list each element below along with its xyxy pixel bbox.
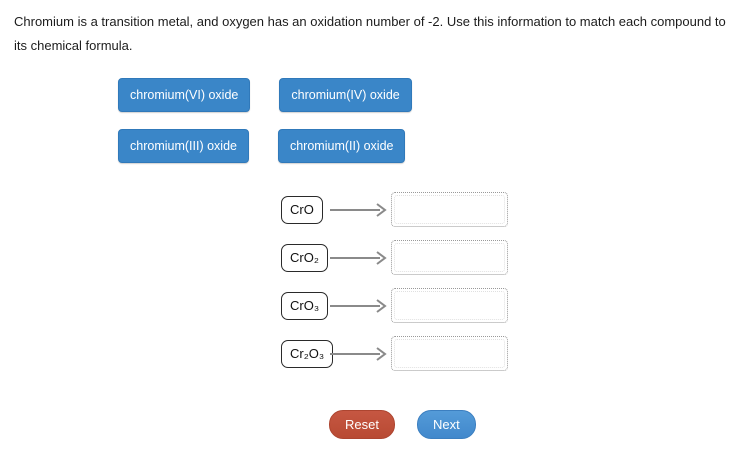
formula-wrap: CrO₃	[281, 291, 329, 320]
formula-label-cr2o3: Cr₂O₃	[281, 339, 334, 368]
reset-button[interactable]: Reset	[329, 410, 395, 439]
drop-zone-cro[interactable]	[391, 192, 508, 227]
match-row-cro2: CrO₂	[281, 240, 508, 275]
match-row-cr2o3: Cr₂O₃	[281, 336, 508, 371]
arrow-right-icon	[330, 298, 387, 313]
arrow-right-icon	[330, 346, 387, 361]
formula-wrap: CrO₂	[281, 243, 328, 272]
formula-wrap: CrO	[281, 195, 327, 224]
match-row-cro: CrO	[281, 192, 508, 227]
arrow-right-icon	[330, 250, 387, 265]
formula-label-cro2: CrO₂	[281, 243, 328, 272]
drop-zone-cro2[interactable]	[391, 240, 508, 275]
match-row-cro3: CrO₃	[281, 288, 508, 323]
match-area: CrO CrO₂ CrO₃	[281, 192, 508, 384]
chip-chromium-ii-oxide[interactable]: chromium(II) oxide	[277, 129, 406, 163]
chip-chromium-iii-oxide[interactable]: chromium(III) oxide	[118, 129, 249, 163]
chip-chromium-vi-oxide[interactable]: chromium(VI) oxide	[118, 78, 251, 112]
formula-label-cro3: CrO₃	[281, 291, 329, 320]
formula-wrap: Cr₂O₃	[281, 339, 334, 368]
action-buttons: Reset Next	[329, 410, 476, 439]
drop-zone-inner	[394, 339, 505, 368]
word-bank: chromium(VI) oxide chromium(IV) oxide ch…	[118, 78, 548, 163]
drop-zone-inner	[394, 243, 505, 272]
next-button[interactable]: Next	[416, 410, 476, 439]
formula-label-cro: CrO	[281, 195, 323, 224]
instructions-text: Chromium is a transition metal, and oxyg…	[14, 14, 726, 53]
drop-zone-cro3[interactable]	[391, 288, 508, 323]
drop-zone-cr2o3[interactable]	[391, 336, 508, 371]
chip-chromium-iv-oxide[interactable]: chromium(IV) oxide	[279, 78, 412, 112]
drop-zone-inner	[394, 195, 505, 224]
arrow-right-icon	[330, 202, 387, 217]
drop-zone-inner	[394, 291, 505, 320]
